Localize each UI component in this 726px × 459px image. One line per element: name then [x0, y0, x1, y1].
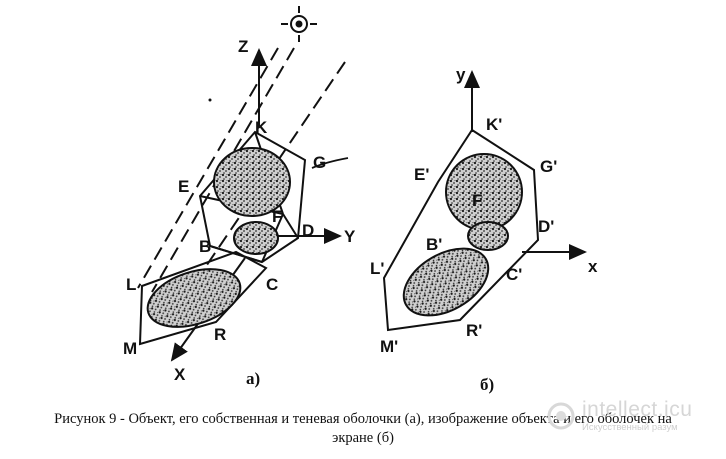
caption-line-2: экране (б): [332, 430, 394, 446]
axis-label-y-b: y: [456, 65, 466, 84]
object-head-blob: [213, 147, 291, 217]
axis-label-y: Y: [344, 227, 356, 246]
watermark-name: intellect.icu: [582, 398, 693, 421]
point-label-m: M: [123, 339, 137, 358]
point-label-f: F: [272, 207, 282, 226]
point-label-l-prime: L': [370, 259, 384, 278]
object-body-blob: [146, 268, 242, 328]
screen-envelope-polygon: [382, 128, 540, 332]
object-neck-blob: [233, 221, 279, 255]
figure-b: [382, 70, 587, 332]
point-label-c: C: [266, 275, 278, 294]
caption-line-1: Рисунок 9 - Объект, его собственная и те…: [54, 411, 672, 427]
axis-label-x: X: [174, 365, 186, 384]
point-label-k-prime: K': [486, 115, 502, 134]
figure-a-label: а): [246, 369, 260, 388]
point-label-r: R: [214, 325, 226, 344]
figure-a: [137, 6, 349, 362]
axis-label-x-b: x: [588, 257, 598, 276]
figure-b-labels: y x K' G' E' F B' D' L' C' M' R' б): [370, 65, 598, 394]
point-label-e: E: [178, 177, 189, 196]
object-shells-diagram: K G E F D B C L M R Z Y X а) y x K' G' E…: [123, 6, 598, 394]
light-source-icon: [281, 6, 317, 42]
watermark-tagline: Искусственный разум: [582, 422, 678, 433]
point-label-d: D: [302, 221, 314, 240]
point-label-e-prime: E': [414, 165, 429, 184]
point-label-b-prime: B': [426, 235, 442, 254]
point-label-d-prime: D': [538, 217, 554, 236]
point-label-r-prime: R': [466, 321, 482, 340]
point-label-c-prime: C': [506, 265, 522, 284]
axis-label-z: Z: [238, 37, 248, 56]
image-body-blob: [402, 247, 490, 317]
point-label-f-b: F: [472, 191, 482, 210]
lower-shell-polygon: [138, 250, 268, 346]
point-label-l: L: [126, 275, 136, 294]
intellect-logo-icon: [547, 402, 575, 430]
watermark: intellect.icu Искусственный разум: [546, 398, 726, 438]
figure-a-labels: K G E F D B C L M R Z Y X а): [123, 37, 356, 388]
point-label-k: K: [255, 118, 268, 137]
figure-b-label: б): [480, 375, 494, 394]
point-label-b: B: [199, 237, 211, 256]
point-label-g: G: [313, 153, 326, 172]
image-head-blob: [445, 153, 523, 231]
point-label-m-prime: M': [380, 337, 398, 356]
point-label-g-prime: G': [540, 157, 557, 176]
image-neck-blob: [467, 221, 509, 251]
figure-caption: Рисунок 9 - Объект, его собственная и те…: [0, 410, 726, 448]
